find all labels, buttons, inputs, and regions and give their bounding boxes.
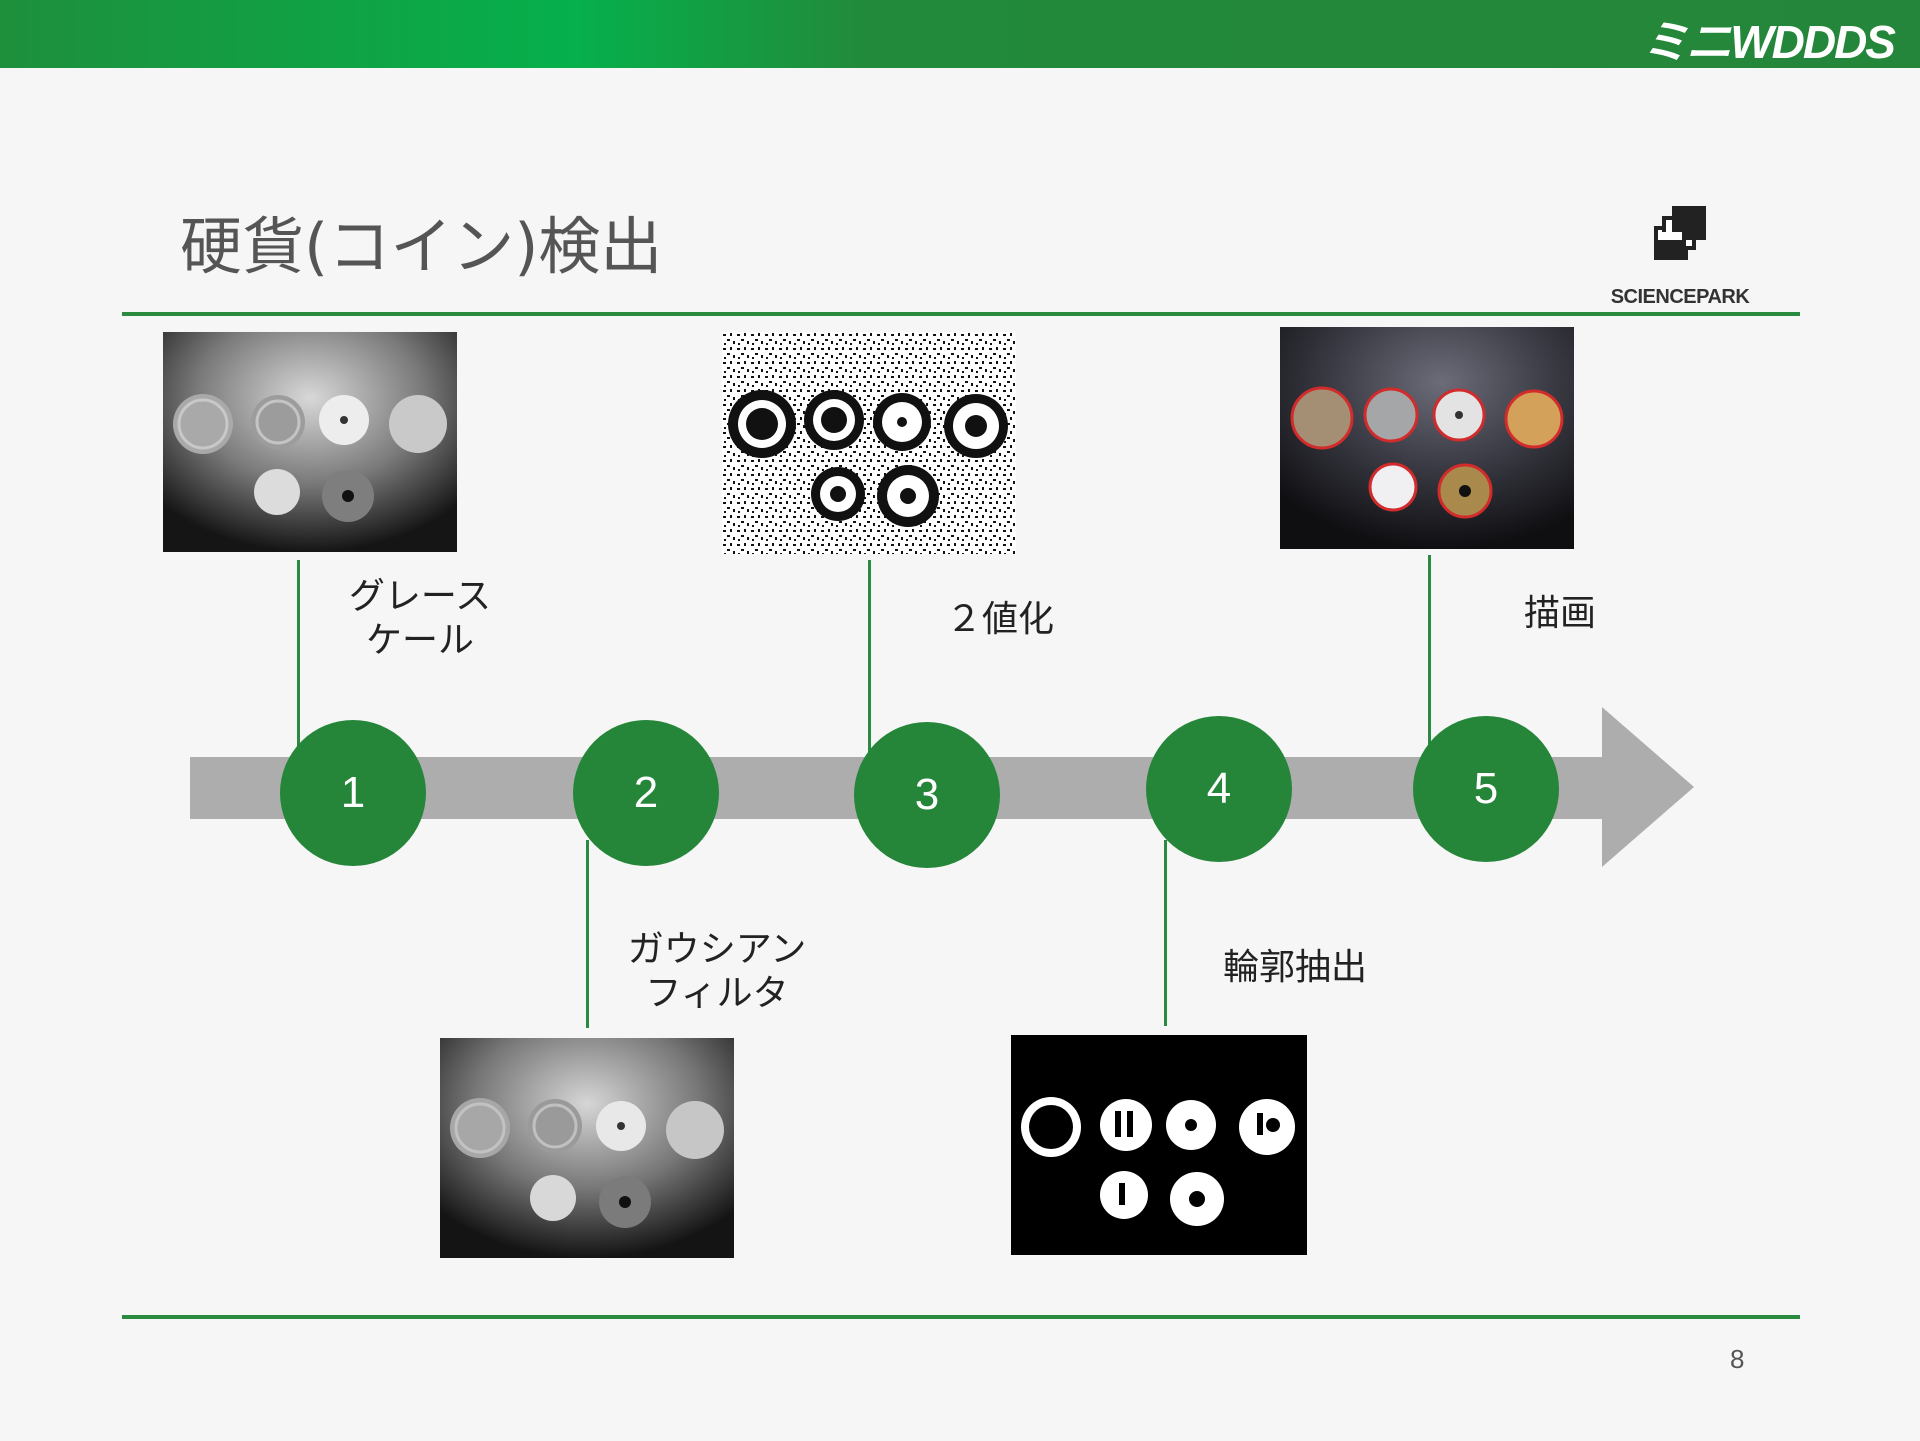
contour-extraction-image	[1011, 1035, 1307, 1255]
step-circle-4: 4	[1146, 716, 1292, 862]
step-label-2-line1: ガウシアン	[627, 929, 807, 970]
connector-step-2	[586, 840, 589, 1028]
step-label-2: ガウシアン フィルタ	[612, 928, 822, 1016]
step-label-4: 輪郭抽出	[1210, 946, 1380, 990]
step-circle-3: 3	[854, 722, 1000, 868]
step-label-4-line1: 輪郭抽出	[1222, 947, 1367, 988]
sciencepark-logo-icon	[1654, 206, 1706, 260]
brand-logo-text: ミニWDDDS	[1642, 16, 1896, 68]
detected-coins-drawn-image	[1280, 327, 1574, 549]
binarized-coins-image	[722, 332, 1016, 554]
connector-step-5	[1428, 555, 1431, 749]
timeline-arrow-head	[1602, 707, 1694, 867]
bottom-divider	[122, 1315, 1800, 1319]
step-circle-2: 2	[573, 720, 719, 866]
top-divider	[122, 312, 1800, 316]
page-number: 8	[1730, 1344, 1745, 1374]
step-circle-1: 1	[280, 720, 426, 866]
step-label-3-line1: ２値化	[945, 599, 1054, 640]
step-label-3: ２値化	[930, 598, 1070, 642]
top-header-bar	[0, 0, 1920, 68]
connector-step-3	[868, 560, 871, 754]
connector-step-1	[297, 560, 300, 752]
step-label-5: 描画	[1510, 592, 1610, 636]
grayscale-coins-image	[163, 332, 457, 552]
slide-title: 硬貨(コイン)検出	[180, 210, 663, 283]
gaussian-filtered-coins-image	[440, 1038, 734, 1258]
step-label-2-line2: フィルタ	[645, 973, 789, 1014]
step-label-1-line1: グレース	[348, 576, 492, 617]
step-circle-5: 5	[1413, 716, 1559, 862]
step-label-1-line2: ケール	[365, 620, 474, 661]
connector-step-4	[1164, 840, 1167, 1026]
step-label-5-line1: 描画	[1523, 593, 1596, 634]
sciencepark-logo-text: SCIENCEPARK	[1610, 286, 1750, 308]
step-label-1: グレース ケール	[330, 575, 510, 663]
